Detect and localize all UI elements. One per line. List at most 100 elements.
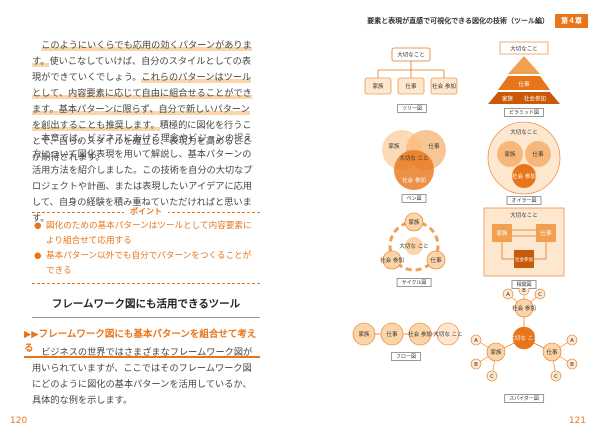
pyramid-graphic: 大切なこと 仕事 家族 社会参加 — [488, 41, 560, 104]
spider-diagram: 大切な こと社会 参加家族 仕事 A B C A B C A B C スパイダー図 — [468, 284, 580, 408]
spider-left-node — [486, 342, 506, 362]
spider-leaf-label: B — [570, 362, 574, 368]
euler-diagram: 大切なこと 家族 仕事 社会 参加 オイラー図 — [478, 120, 570, 206]
venn-graphic: 家族 仕事 社会 参加 大切な こと — [382, 130, 446, 190]
venn-left-label: 家族 — [388, 142, 400, 150]
spider-leaf-label: A — [506, 292, 510, 298]
euler-c-label: 社会 参加 — [512, 172, 536, 180]
running-head: 要素と表現が直感で可視化できる図化の技術（ツール編） 第４章 — [367, 14, 588, 28]
tree-top-label: 大切なこと — [397, 51, 425, 59]
tree-diagram: 大切なこと 家族 仕事 社会 参加 ツリー図 — [362, 42, 462, 118]
spider-leaf-node — [566, 358, 578, 370]
pyramid-middle-label: 仕事 — [518, 80, 530, 88]
cycle-caption: サイクル図 — [396, 278, 432, 287]
section-title: フレームワーク図にも活用できるツール — [32, 296, 260, 318]
bullet-icon: ● — [34, 221, 42, 231]
tree-right-label: 社会 参加 — [432, 82, 456, 90]
tree-caption: ツリー図 — [396, 104, 428, 113]
cycle-top-label: 家族 — [408, 218, 420, 226]
right-page: 要素と表現が直感で可視化できる図化の技術（ツール編） 第４章 大切なこと 家族 … — [300, 0, 600, 440]
pyramid-diagram: 大切なこと 仕事 家族 社会参加 ピラミッド図 — [478, 40, 570, 118]
correlation-diagram: 大切なこと 家族 仕事 社会参加 相関図 — [478, 206, 570, 292]
flow-diagram: 家族 仕事 社会 参加 大切な こと フロー図 — [350, 316, 463, 366]
venn-center-label: 大切な こと — [399, 154, 428, 162]
euler-a-label: 家族 — [504, 150, 516, 158]
cycle-diagram: 家族 社会 参加 仕事 大切な こと サイクル図 — [366, 210, 462, 292]
tree-middle-label: 仕事 — [405, 82, 417, 90]
spider-leaf-node — [550, 370, 562, 382]
correlation-bottom-label: 社会参加 — [515, 256, 533, 263]
flow-node-4-label: 大切な こと — [433, 330, 462, 338]
body-text-segment: 積極的に図化を行うことで、自らのスタイルを確立し、表現力を高めることが期待されま… — [32, 120, 252, 163]
page-number-left: 120 — [10, 416, 28, 426]
venn-diagram: 家族 仕事 社会 参加 大切な こと ベン図 — [366, 124, 462, 206]
body-text-segment: 使いこなしていけば、自分のスタイルとしての表現ができていくでしょう。 — [32, 56, 252, 83]
chapter-badge: 第４章 — [555, 14, 588, 28]
cycle-center-label: 大切な こと — [399, 242, 428, 250]
point-box: ポイント ● 図化のための基本パターンはツールとして内容要素により組合せて応用す… — [32, 206, 260, 284]
spider-leaf-label: B — [474, 362, 478, 368]
venn-bottom-label: 社会 参加 — [402, 176, 426, 184]
spider-top-node — [514, 298, 534, 318]
point-item-text: 図化のための基本パターンはツールとして内容要素により組合せて応用する — [46, 221, 252, 246]
spider-left-node-label: 家族 — [490, 348, 502, 356]
left-page: このようにいくらでも応用の効くパターンがあります。使いこなしていけば、自分のスタ… — [10, 38, 260, 426]
euler-graphic: 大切なこと 家族 仕事 社会 参加 — [487, 121, 561, 195]
point-item: ● 図化のための基本パターンはツールとして内容要素により組合せて応用する — [34, 219, 258, 249]
page-number-right: 121 — [568, 416, 586, 426]
point-item: ● 基本パターン以外でも自分でパターンをつくることができる — [34, 249, 258, 279]
paragraph-2: 本章では、ビジネスにおける理念やビジョンの捉え方について図化表現を用いて解説し、… — [32, 133, 253, 224]
spider-leaf-node — [502, 288, 514, 300]
framework-paragraph: ビジネスの世界ではさまざまなフレームワーク図が用いられていますが、ここではそのフ… — [32, 345, 258, 409]
spider-top-node-label: 社会 参加 — [512, 304, 536, 312]
spider-leaf-node — [486, 370, 498, 382]
flow-graphic: 家族 仕事 社会 参加 大切な こと — [352, 322, 463, 346]
spider-center-node — [512, 326, 536, 350]
cycle-left-label: 社会 参加 — [380, 256, 404, 264]
spider-leaf-label: C — [554, 374, 558, 380]
intro-paragraph: このようにいくらでも応用の効くパターンがあります。使いこなしていけば、自分のスタ… — [32, 38, 258, 166]
flow-caption: フロー図 — [390, 352, 422, 361]
correlation-top-label: 大切なこと — [510, 211, 538, 219]
spider-right-node — [542, 342, 562, 362]
cycle-right-label: 仕事 — [430, 256, 442, 264]
pyramid-bottom-label: 家族 社会参加 — [502, 95, 546, 103]
spider-center-node-label: 大切な こと — [509, 334, 538, 342]
correlation-right-label: 仕事 — [540, 229, 552, 237]
spider-leaf-node — [470, 334, 482, 346]
flow-node-1-label: 家族 — [358, 330, 370, 338]
spider-leaf-node — [470, 358, 482, 370]
spider-leaf-label: C — [538, 292, 542, 298]
spider-leaf-node — [534, 288, 546, 300]
tree-left-label: 家族 — [372, 82, 384, 90]
spider-leaf-label: C — [490, 374, 494, 380]
euler-caption: オイラー図 — [506, 196, 542, 205]
spider-leaf-node — [566, 334, 578, 346]
point-label: ポイント — [124, 206, 168, 217]
spider-leaf-label: B — [522, 288, 526, 294]
spider-caption: スパイダー図 — [504, 394, 544, 403]
paragraph-1: このようにいくらでも応用の効くパターンがあります。使いこなしていけば、自分のスタ… — [32, 38, 258, 166]
euler-b-label: 仕事 — [532, 150, 544, 158]
cycle-graphic: 家族 社会 参加 仕事 大切な こと — [380, 212, 446, 272]
venn-right-label: 仕事 — [428, 142, 440, 150]
venn-caption: ベン図 — [401, 194, 427, 203]
tree-graphic: 大切なこと 家族 仕事 社会 参加 — [364, 47, 458, 95]
point-item-text: 基本パターン以外でも自分でパターンをつくることができる — [46, 251, 252, 276]
paragraph-3: ビジネスの世界ではさまざまなフレームワーク図が用いられていますが、ここではそのフ… — [32, 347, 253, 406]
flow-node-2-label: 仕事 — [386, 330, 398, 338]
correlation-graphic: 大切なこと 家族 仕事 社会参加 — [483, 207, 565, 277]
bullet-icon: ● — [34, 251, 42, 261]
subsection-title: ▶▶フレームワーク図にも基本パターンを組合せて考える — [24, 326, 260, 358]
flow-node-3-label: 社会 参加 — [408, 330, 432, 338]
chapter-summary-paragraph: 本章では、ビジネスにおける理念やビジョンの捉え方について図化表現を用いて解説し、… — [32, 131, 258, 227]
euler-outer-label: 大切なこと — [510, 128, 538, 136]
spider-leaf-label: A — [570, 338, 574, 344]
correlation-left-label: 家族 — [496, 229, 508, 237]
pyramid-caption: ピラミッド図 — [503, 108, 545, 117]
spider-leaf-label: A — [474, 338, 478, 344]
spider-right-node-label: 仕事 — [546, 348, 558, 356]
running-title: 要素と表現が直感で可視化できる図化の技術（ツール編） — [367, 17, 549, 25]
pyramid-top-label: 大切なこと — [510, 45, 538, 53]
